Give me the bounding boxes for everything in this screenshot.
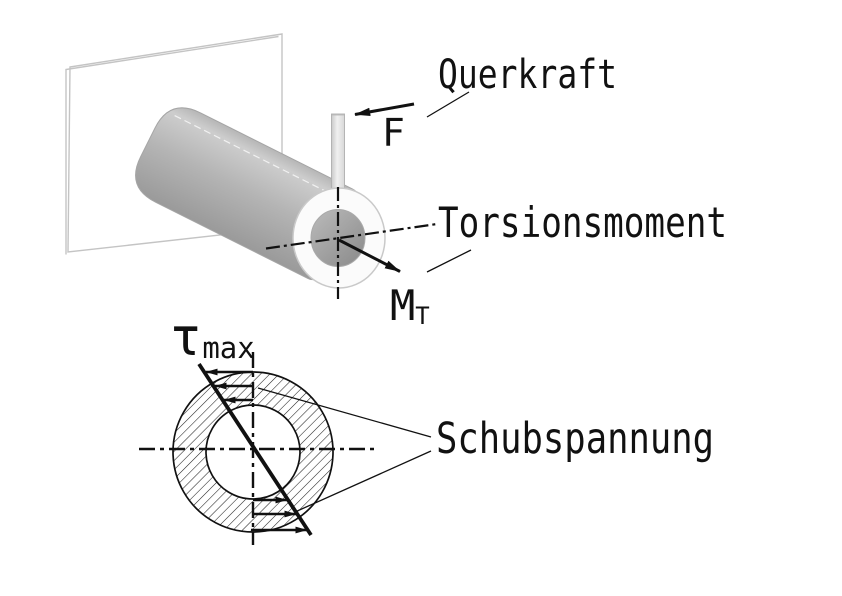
torque-label-main: M: [390, 281, 415, 330]
schubspannung-leader-lower: [294, 450, 432, 513]
torque-arrow: [338, 238, 401, 273]
cylinder-highlight-line: [174, 115, 352, 205]
force-arrow: [354, 102, 415, 116]
lever-pin: [331, 113, 345, 197]
schubspannung-label: Schubspannung: [436, 414, 714, 464]
tau-subscript: max: [202, 331, 254, 365]
stress-distribution-line: [197, 362, 313, 537]
schubspannung-leader-upper: [257, 387, 432, 438]
cross-section-ring: [172, 371, 334, 533]
wall-thickness-edge: [65, 35, 279, 255]
torsionsmoment-leader-line: [426, 249, 472, 273]
torque-label-subscript: T: [415, 302, 429, 330]
querkraft-label: Querkraft: [438, 52, 617, 98]
tau-symbol: τ: [170, 308, 201, 368]
ring-hatching: [172, 371, 334, 533]
force-label: F: [382, 111, 405, 155]
querkraft-leader-line: [426, 91, 470, 118]
torque-label: MT: [390, 281, 430, 330]
tau-max-label: τmax: [170, 308, 255, 368]
shaft-horizontal-centerline: [265, 222, 438, 250]
torsionsmoment-label: Torsionsmoment: [438, 198, 727, 247]
